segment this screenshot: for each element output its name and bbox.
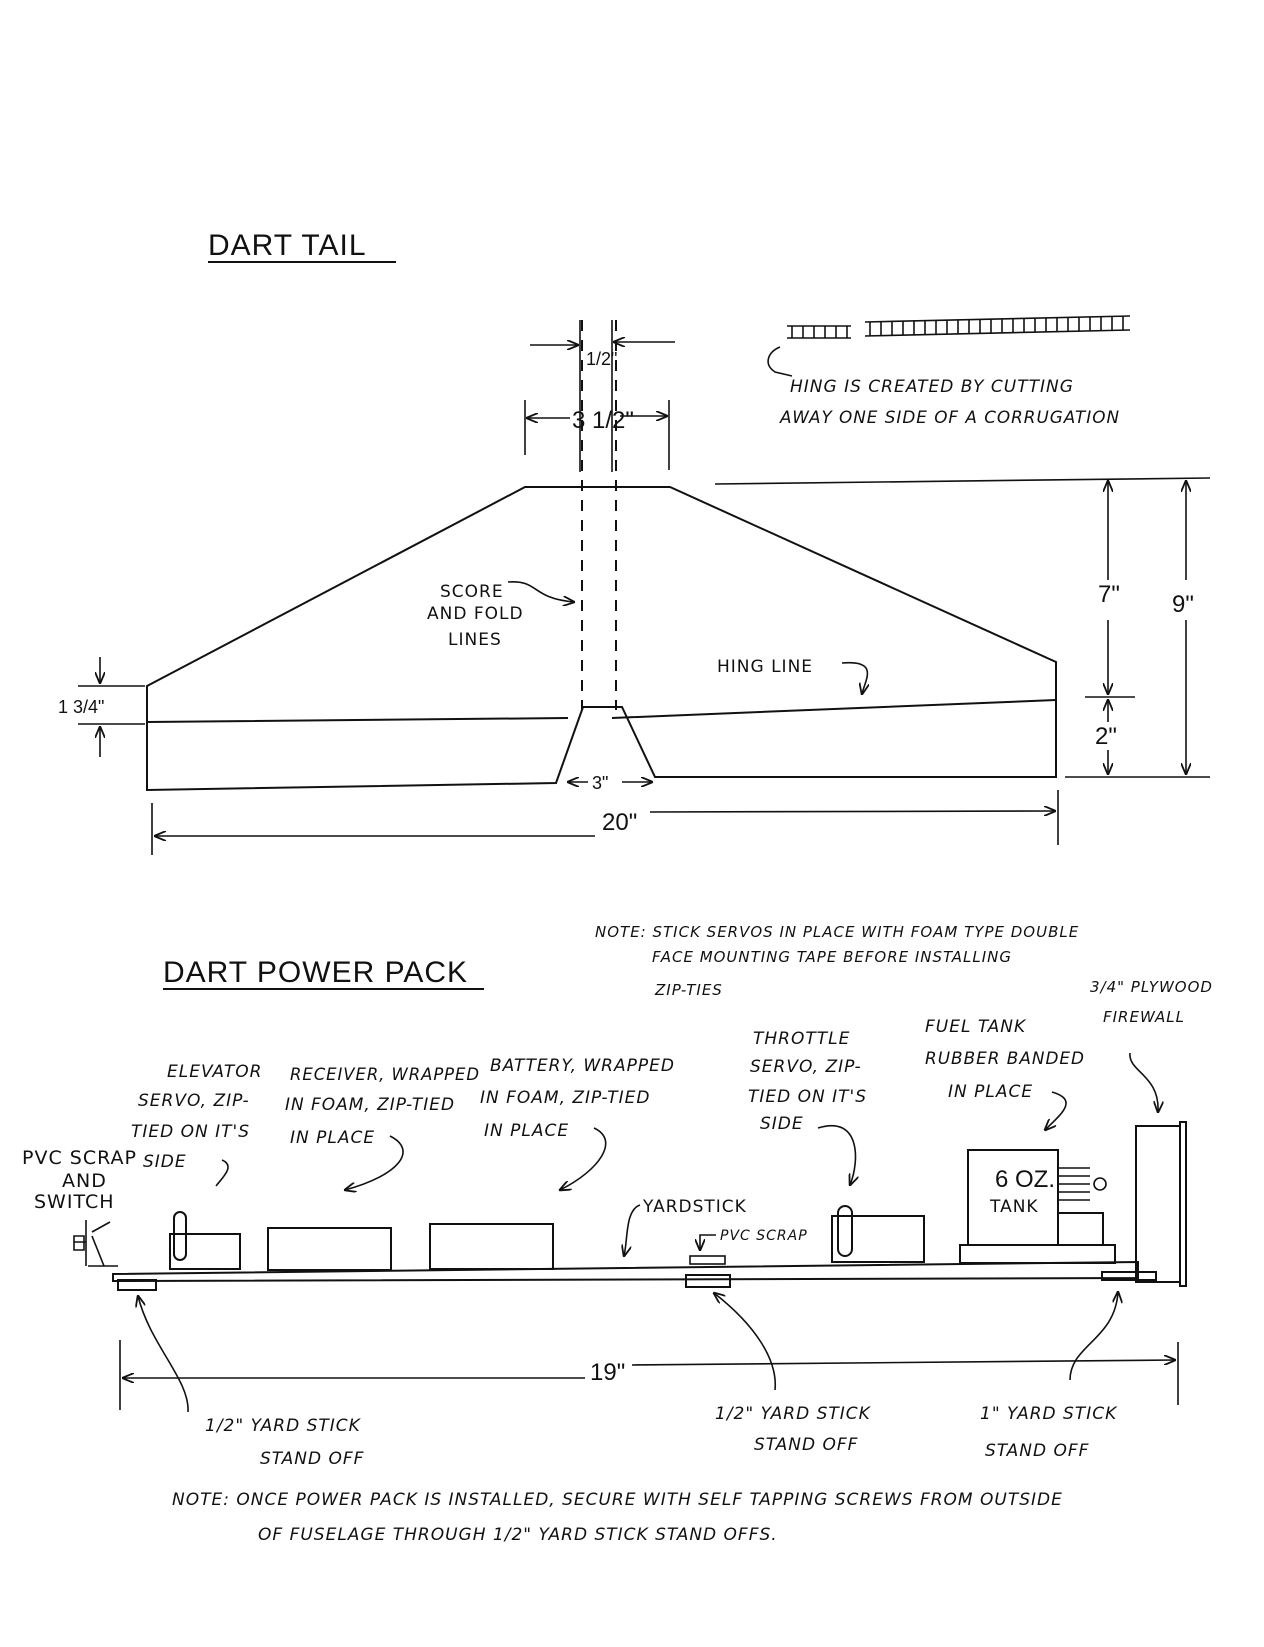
hinge-line — [146, 699, 1057, 723]
dim-9-label: 9" — [1172, 591, 1194, 618]
receiver-box — [267, 1227, 392, 1271]
battery-box — [429, 1223, 554, 1270]
firewall-label-line1: 3/4" PLYWOOD — [1090, 978, 1213, 996]
fuel-label-line1: FUEL TANK — [925, 1017, 1027, 1037]
firewall — [1135, 1121, 1187, 1287]
fuel-leader — [1045, 1091, 1067, 1130]
battery-label-line1: BATTERY, WRAPPED — [490, 1056, 675, 1076]
standoff-mid-line2: STAND OFF — [754, 1435, 858, 1455]
elevator-servo — [169, 1211, 241, 1270]
standoff-right-leader — [1069, 1292, 1118, 1381]
tail-outline — [146, 486, 1057, 792]
right-standoff — [1101, 1271, 1157, 1281]
pvc-label-line1: PVC SCRAP — [22, 1147, 137, 1169]
hing-line-label: HING LINE — [717, 657, 813, 677]
left-standoff — [117, 1279, 157, 1291]
pvc-switch — [73, 1220, 118, 1267]
servo-note-line2: FACE MOUNTING TAPE BEFORE INSTALLING — [652, 948, 1012, 966]
receiver-leader — [345, 1135, 404, 1190]
standoff-mid-line1: 1/2" YARD STICK — [715, 1404, 872, 1424]
score-leader — [507, 581, 574, 602]
middle-standoff — [685, 1274, 731, 1288]
servo-note-line3: ZIP-TIES — [654, 981, 723, 999]
dim-arrow — [631, 1360, 1175, 1366]
standoff-mid-leader — [714, 1293, 777, 1391]
dart-tail-section: DART TAIL 1/2" 3 1/2" HING IS CREATED BY… — [58, 229, 1211, 855]
throttle-label-line4: SIDE — [760, 1114, 804, 1134]
pvc-label-line3: SWITCH — [34, 1191, 115, 1213]
receiver-label-line3: IN PLACE — [290, 1128, 375, 1148]
throttle-label-line2: SERVO, ZIP- — [750, 1057, 862, 1077]
elevator-label-line4: SIDE — [143, 1152, 187, 1172]
fuel-tank — [959, 1149, 1116, 1264]
power-pack-title: DART POWER PACK — [163, 956, 468, 989]
throttle-leader — [817, 1125, 855, 1185]
hing-line-leader — [841, 662, 867, 694]
throttle-servo — [831, 1205, 925, 1263]
dim-arrow — [649, 811, 1055, 812]
dim-2-label: 2" — [1095, 723, 1117, 750]
dim-1-34-label: 1 3/4" — [58, 697, 104, 717]
dim-7-label: 7" — [1098, 581, 1120, 608]
corrugation-sketch — [787, 315, 1131, 339]
elevator-label-line2: SERVO, ZIP- — [138, 1091, 250, 1111]
score-label-line1: SCORE — [440, 582, 504, 602]
tail-title: DART TAIL — [208, 229, 367, 262]
dim-19-label: 19" — [590, 1359, 625, 1386]
dim-three-half-label: 3 1/2" — [572, 407, 634, 434]
firewall-leader — [1129, 1052, 1158, 1112]
standoff-right-line1: 1" YARD STICK — [980, 1404, 1118, 1424]
receiver-label-line2: IN FOAM, ZIP-TIED — [285, 1095, 455, 1115]
score-label-line2: AND FOLD — [427, 604, 524, 624]
receiver-label-line1: RECEIVER, WRAPPED — [290, 1065, 480, 1085]
dart-power-pack-section: DART POWER PACK NOTE: STICK SERVOS IN PL… — [22, 923, 1213, 1545]
pvc-scrap-block — [689, 1255, 726, 1265]
score-label-line3: LINES — [448, 630, 502, 650]
bottom-note-line1: NOTE: ONCE POWER PACK IS INSTALLED, SECU… — [172, 1490, 1063, 1510]
pvc-scrap-leader — [700, 1234, 716, 1250]
bottom-note-line2: OF FUSELAGE THROUGH 1/2" YARD STICK STAN… — [258, 1525, 778, 1545]
elevator-label-line3: TIED ON IT'S — [131, 1122, 250, 1142]
hinge-note-leader — [767, 346, 793, 377]
standoff-left-line2: STAND OFF — [260, 1449, 364, 1469]
tank-label-line1: 6 OZ. — [995, 1166, 1055, 1193]
elevator-leader — [215, 1159, 229, 1187]
dim-20-label: 20" — [602, 809, 637, 836]
pvc-label-line2: AND — [62, 1170, 107, 1192]
hinge-note-line2: AWAY ONE SIDE OF A CORRUGATION — [779, 408, 1120, 428]
standoff-left-leader — [138, 1296, 189, 1413]
hinge-note-line1: HING IS CREATED BY CUTTING — [790, 377, 1074, 397]
dim-extension — [714, 477, 1211, 485]
yardstick-label: YARDSTICK — [642, 1197, 747, 1217]
yardstick-leader — [624, 1204, 641, 1256]
battery-leader — [560, 1127, 607, 1190]
battery-label-line3: IN PLACE — [484, 1121, 569, 1141]
dim-3-label: 3" — [592, 773, 608, 793]
fuel-label-line3: IN PLACE — [948, 1082, 1033, 1102]
throttle-label-line3: TIED ON IT'S — [748, 1087, 867, 1107]
pvc-scrap-label: PVC SCRAP — [720, 1228, 808, 1244]
tank-label-line2: TANK — [989, 1197, 1039, 1217]
firewall-label-line2: FIREWALL — [1103, 1008, 1185, 1026]
standoff-left-line1: 1/2" YARD STICK — [205, 1416, 362, 1436]
fuel-label-line2: RUBBER BANDED — [925, 1049, 1085, 1069]
elevator-label-line1: ELEVATOR — [167, 1062, 262, 1082]
battery-label-line2: IN FOAM, ZIP-TIED — [480, 1088, 651, 1108]
servo-note-line1: NOTE: STICK SERVOS IN PLACE WITH FOAM TY… — [595, 923, 1079, 941]
standoff-right-line2: STAND OFF — [985, 1441, 1089, 1461]
throttle-label-line1: THROTTLE — [753, 1029, 850, 1049]
dim-half-label: 1/2" — [586, 349, 617, 369]
yardstick — [112, 1260, 1139, 1283]
